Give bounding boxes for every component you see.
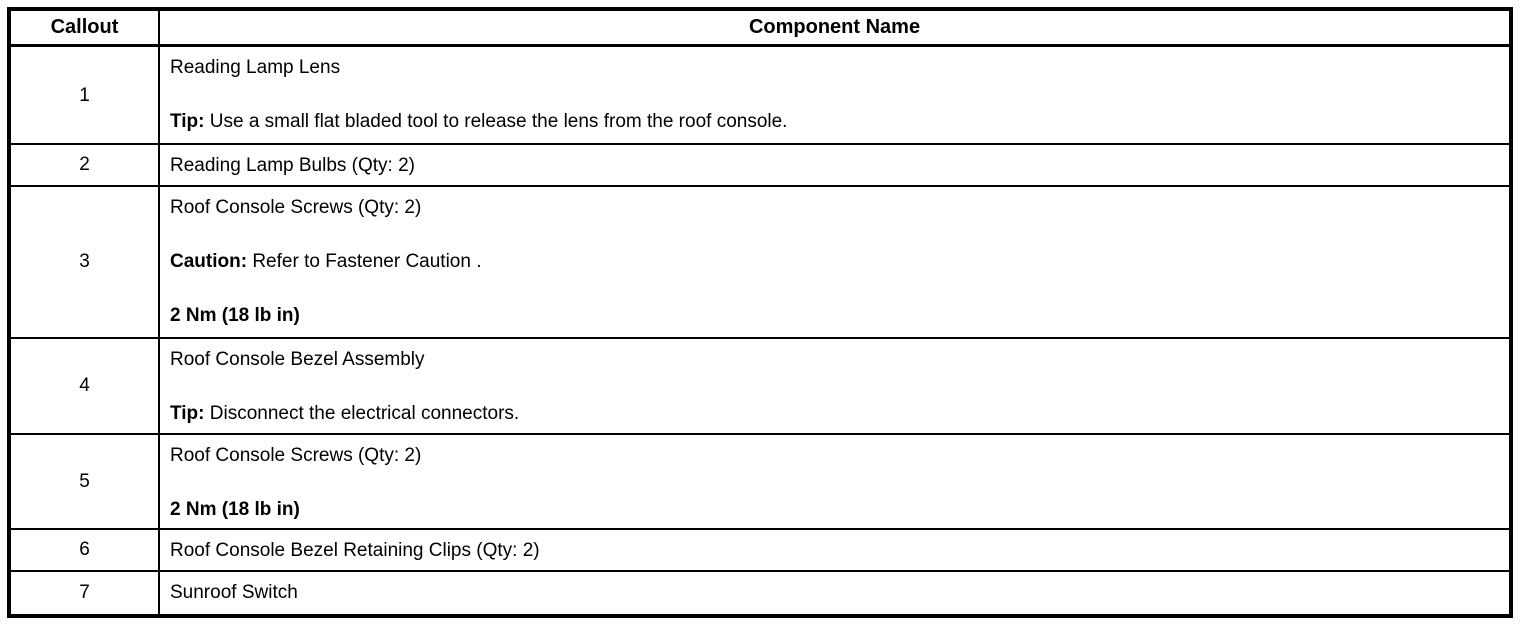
callout-number: 1 xyxy=(8,44,160,146)
component-name-column-header: Component Name xyxy=(158,8,1512,47)
text-segment: Refer to Fastener Caution . xyxy=(247,250,482,272)
component-cell: Sunroof Switch xyxy=(158,569,1512,618)
bold-label: 2 Nm (18 lb in) xyxy=(170,498,300,520)
callout-number: 5 xyxy=(8,432,160,531)
component-line: Roof Console Screws (Qty: 2) xyxy=(170,194,1499,221)
callout-number: 6 xyxy=(8,528,160,572)
component-cell: Reading Lamp Bulbs (Qty: 2) xyxy=(158,143,1512,187)
table-row: 7 Sunroof Switch xyxy=(8,569,1512,618)
text-segment: Reading Lamp Bulbs (Qty: 2) xyxy=(170,155,416,177)
text-segment: Roof Console Bezel Retaining Clips (Qty:… xyxy=(170,540,540,562)
callout-number: 7 xyxy=(8,569,160,618)
text-segment: Use a small flat bladed tool to release … xyxy=(204,111,788,132)
component-line: Reading Lamp Lens xyxy=(170,54,1499,81)
component-line: Sunroof Switch xyxy=(170,579,1499,606)
text-segment: Disconnect the electrical connectors. xyxy=(204,402,520,424)
bold-label: Tip: xyxy=(170,111,205,132)
component-line: Roof Console Screws (Qty: 2) xyxy=(170,442,1499,469)
callout-column-header: Callout xyxy=(8,8,160,47)
table-row: 3 Roof Console Screws (Qty: 2) Caution: Re… xyxy=(8,184,1512,339)
table-header-row: Callout Component Name xyxy=(8,8,1512,47)
bold-label: Caution: xyxy=(170,250,248,272)
component-line: Tip: Use a small flat bladed tool to rel… xyxy=(170,108,1499,135)
table-row: 6 Roof Console Bezel Retaining Clips (Qty… xyxy=(8,528,1512,572)
component-cell: Roof Console Screws (Qty: 2) 2 Nm (18 lb … xyxy=(158,432,1512,531)
callout-number: 2 xyxy=(8,143,160,187)
component-line: Reading Lamp Bulbs (Qty: 2) xyxy=(170,152,1499,179)
bold-label: Tip: xyxy=(170,402,205,424)
callout-number: 4 xyxy=(8,336,160,435)
component-cell: Roof Console Screws (Qty: 2) Caution: Ref… xyxy=(158,184,1512,339)
component-line: 2 Nm (18 lb in) xyxy=(170,302,1499,329)
table-row: 5 Roof Console Screws (Qty: 2) 2 Nm (18 lb… xyxy=(8,432,1512,531)
text-segment: Roof Console Screws (Qty: 2) xyxy=(170,196,422,218)
callout-number: 3 xyxy=(8,184,160,339)
text-segment: Roof Console Screws (Qty: 2) xyxy=(170,444,422,466)
component-line: 2 Nm (18 lb in) xyxy=(170,496,1499,523)
text-segment: Roof Console Bezel Assembly xyxy=(170,348,425,370)
table-row: 2 Reading Lamp Bulbs (Qty: 2) xyxy=(8,143,1512,187)
component-cell: Roof Console Bezel Retaining Clips (Qty:… xyxy=(158,528,1512,572)
component-line: Roof Console Bezel Assembly xyxy=(170,346,1499,373)
component-line: Tip: Disconnect the electrical connector… xyxy=(170,400,1499,427)
text-segment: Sunroof Switch xyxy=(170,581,298,603)
text-segment: Reading Lamp Lens xyxy=(170,57,341,78)
component-line: Roof Console Bezel Retaining Clips (Qty:… xyxy=(170,537,1499,564)
bold-label: 2 Nm (18 lb in) xyxy=(170,304,300,326)
component-line: Caution: Refer to Fastener Caution . xyxy=(170,248,1499,275)
